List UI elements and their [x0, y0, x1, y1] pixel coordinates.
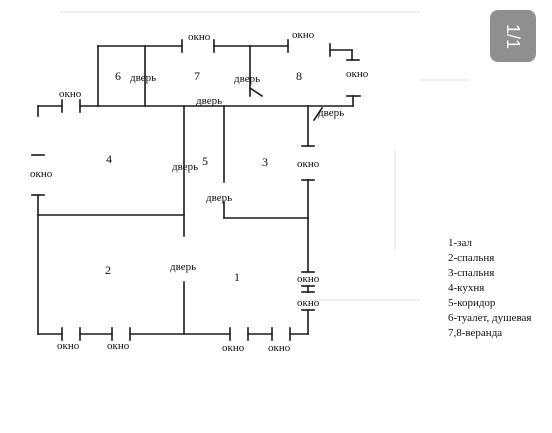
door-label-veranda-right: дверь	[318, 107, 344, 119]
legend-item: 6-туалет, душевая	[448, 312, 532, 324]
door-labels: дверь дверь дверь дверь дверь дверь двер…	[130, 72, 344, 273]
room-number-6: 6	[115, 69, 121, 83]
door-label-bedroom-3: дверь	[206, 192, 232, 204]
window-label-left-top: окно	[59, 88, 82, 100]
window-labels: окно окно окно окно окно окно окно окно …	[30, 29, 369, 354]
window-label-hall-right-1: окно	[297, 273, 320, 285]
legend-item: 3-спальня	[448, 267, 495, 279]
room-number-3: 3	[262, 155, 268, 169]
background-ghost-lines	[60, 11, 470, 301]
room-number-5: 5	[202, 154, 208, 168]
window-label-veranda-top: окно	[188, 31, 211, 43]
legend-item: 1-зал	[448, 237, 472, 249]
walls	[37, 45, 361, 335]
door-label-corridor-top: дверь	[196, 95, 222, 107]
window-ticks	[31, 39, 360, 341]
page-count-text: 1/1	[503, 23, 524, 49]
door-label-toilet: дверь	[130, 72, 156, 84]
window-label-veranda-right: окно	[346, 68, 369, 80]
window-label-bottom-1: окно	[57, 340, 80, 352]
room-number-2: 2	[105, 263, 111, 277]
room-number-1: 1	[234, 270, 240, 284]
room-number-4: 4	[106, 152, 112, 166]
room-numbers: 6 7 8 4 5 3 2 1	[105, 69, 302, 284]
room-legend: 1-зал 2-спальня 3-спальня 4-кухня 5-кори…	[448, 236, 531, 341]
door-label-veranda: дверь	[234, 73, 260, 85]
legend-item: 7,8-веранда	[448, 327, 503, 339]
legend-item: 2-спальня	[448, 252, 495, 264]
page-count-badge: 1/1	[490, 10, 536, 62]
window-label-bottom-3: окно	[222, 342, 245, 354]
door-label-kitchen: дверь	[172, 161, 198, 173]
door-label-bedroom-2: дверь	[170, 261, 196, 273]
room-number-8: 8	[296, 69, 302, 83]
legend-item: 5-коридор	[448, 297, 496, 309]
window-label-hall-right-2: окно	[297, 297, 320, 309]
room-number-7: 7	[194, 69, 200, 83]
window-label-veranda-right-top: окно	[292, 29, 315, 41]
window-label-kitchen: окно	[30, 168, 53, 180]
window-label-bottom-2: окно	[107, 340, 130, 352]
window-label-bottom-4: окно	[268, 342, 291, 354]
window-label-bedroom-3: окно	[297, 158, 320, 170]
legend-item: 4-кухня	[448, 282, 485, 294]
